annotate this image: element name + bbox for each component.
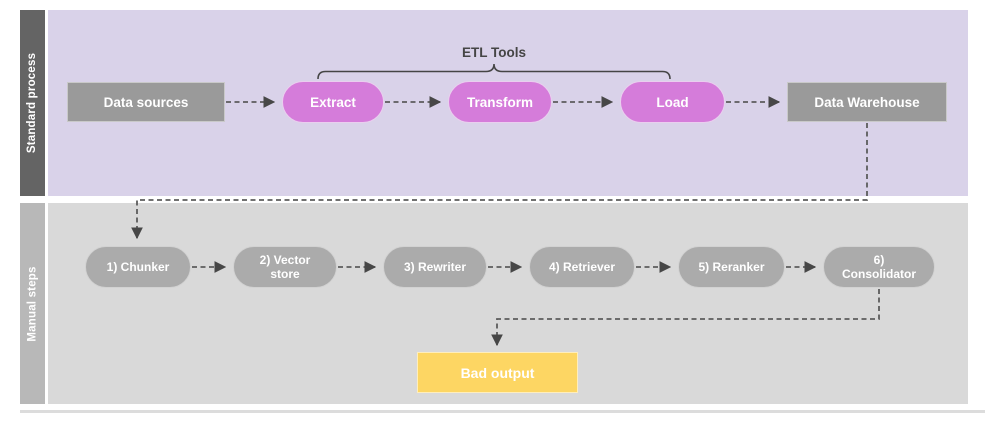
node-extract: Extract	[282, 81, 384, 123]
node-retriever: 4) Retriever	[529, 246, 635, 288]
node-bad-output-label: Bad output	[460, 364, 535, 381]
node-extract-label: Extract	[310, 94, 356, 110]
etl-tools-annotation: ETL Tools	[462, 45, 526, 60]
node-vector-store: 2) Vector store	[233, 246, 337, 288]
node-reranker: 5) Reranker	[678, 246, 785, 288]
node-chunker-label: 1) Chunker	[106, 259, 170, 274]
node-bad-output: Bad output	[417, 352, 578, 393]
node-transform-label: Transform	[466, 94, 534, 110]
canvas-bottom-divider	[20, 410, 985, 413]
node-data-sources-label: Data sources	[103, 94, 189, 110]
lane-bar-standard-process: Standard process	[20, 10, 45, 196]
node-load-label: Load	[656, 94, 689, 110]
node-consolidator: 6) Consolidator	[823, 246, 935, 288]
node-data-sources: Data sources	[67, 82, 225, 122]
node-transform: Transform	[448, 81, 552, 123]
lane-label-standard-process: Standard process	[26, 52, 39, 154]
node-reranker-label: 5) Reranker	[698, 259, 765, 274]
node-consolidator-label: 6) Consolidator	[842, 252, 916, 281]
node-rewriter-label: 3) Rewriter	[403, 259, 467, 274]
node-data-warehouse-label: Data Warehouse	[814, 94, 920, 110]
node-retriever-label: 4) Retriever	[548, 259, 616, 274]
node-chunker: 1) Chunker	[85, 246, 191, 288]
node-vector-store-label: 2) Vector store	[259, 252, 311, 281]
node-data-warehouse: Data Warehouse	[787, 82, 947, 122]
lane-label-manual-steps: Manual steps	[26, 265, 39, 342]
node-rewriter: 3) Rewriter	[383, 246, 487, 288]
lane-bar-manual-steps: Manual steps	[20, 203, 45, 404]
node-load: Load	[620, 81, 725, 123]
